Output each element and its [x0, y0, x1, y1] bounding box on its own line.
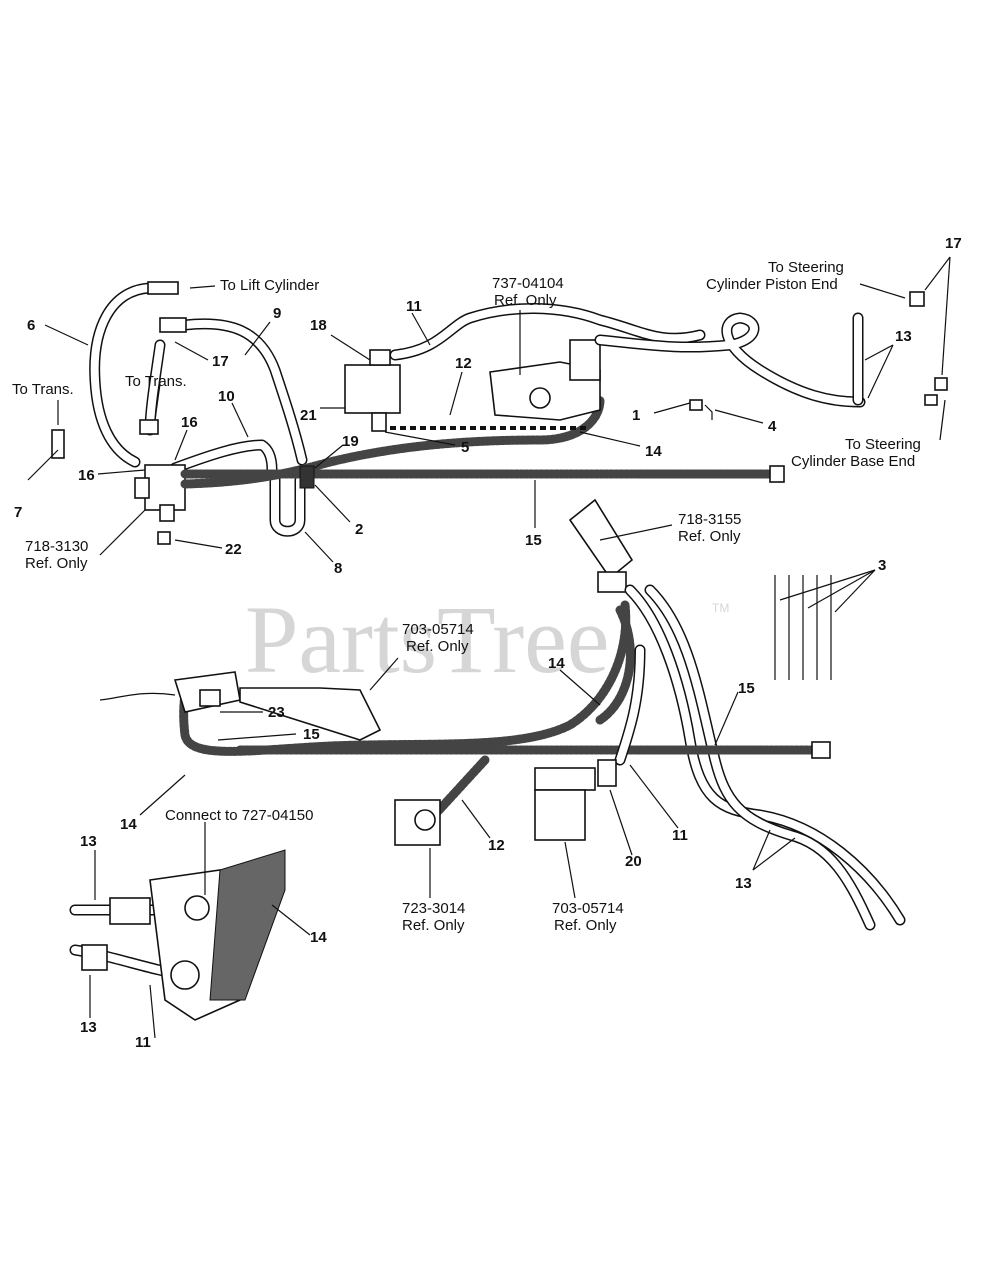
callout-13-a: 13 — [895, 328, 912, 345]
hose-15-lower-fitting — [811, 741, 831, 759]
callout-10: 10 — [218, 388, 235, 405]
label-ref-only-3: Ref. Only — [678, 528, 741, 545]
callout-16-a: 16 — [181, 414, 198, 431]
filter-21 — [344, 349, 401, 432]
hose-11-lower — [614, 644, 646, 766]
callout-13-d: 13 — [80, 1019, 97, 1036]
callout-14-b: 14 — [548, 655, 565, 672]
label-connect-to: Connect to 727-04150 — [165, 807, 313, 824]
callout-9: 9 — [273, 305, 281, 322]
callout-14-a: 14 — [645, 443, 662, 460]
braid-patch-14 — [209, 849, 286, 1001]
cable-ties-3 — [774, 575, 832, 680]
callout-4: 4 — [768, 418, 777, 435]
valve-703-05714-b — [534, 759, 617, 841]
callout-15-a: 15 — [525, 532, 542, 549]
hose-13-upper — [594, 312, 866, 408]
callout-17-a: 17 — [212, 353, 229, 370]
callout-6: 6 — [27, 317, 35, 334]
detail-view — [69, 849, 286, 1021]
u-tube-8 — [269, 474, 306, 537]
callout-5: 5 — [461, 439, 469, 456]
fitting-19 — [299, 465, 315, 489]
callout-7: 7 — [14, 504, 22, 521]
callout-23: 23 — [268, 704, 285, 721]
label-to-lift-cylinder: To Lift Cylinder — [220, 277, 319, 294]
callout-14-d: 14 — [310, 929, 327, 946]
elbow-17-bottom-b — [924, 394, 938, 406]
label-718-3130: 718-3130 — [25, 538, 88, 555]
label-ref-only-2: Ref. Only — [25, 555, 88, 572]
callout-13-c: 13 — [80, 833, 97, 850]
callout-2: 2 — [355, 521, 363, 538]
label-737-04104: 737-04104 — [492, 275, 564, 292]
callout-16-b: 16 — [78, 467, 95, 484]
callout-12-a: 12 — [455, 355, 472, 372]
callout-12-b: 12 — [488, 837, 505, 854]
callout-13-b: 13 — [735, 875, 752, 892]
label-to-trans-mid: To Trans. — [125, 373, 187, 390]
label-to-trans-left: To Trans. — [12, 381, 74, 398]
cylinder-718-3155 — [568, 498, 634, 593]
label-ref-only-1: Ref. Only — [494, 292, 557, 309]
callout-8: 8 — [334, 560, 342, 577]
filter-723-3014 — [394, 799, 441, 846]
callout-3: 3 — [878, 557, 886, 574]
label-to-steering-piston-1: To Steering — [768, 259, 844, 276]
callout-22: 22 — [225, 541, 242, 558]
callout-18: 18 — [310, 317, 327, 334]
callout-17-b: 17 — [945, 235, 962, 252]
label-718-3155: 718-3155 — [678, 511, 741, 528]
pump-737-04104 — [489, 339, 601, 421]
elbow-17-top — [909, 291, 925, 307]
label-to-steering-base-2: Cylinder Base End — [791, 453, 915, 470]
label-to-steering-base-1: To Steering — [845, 436, 921, 453]
callout-15-b: 15 — [738, 680, 755, 697]
callout-11-b: 11 — [672, 827, 688, 844]
hose-11-upper — [389, 303, 706, 361]
callout-20: 20 — [625, 853, 642, 870]
callout-19: 19 — [342, 433, 359, 450]
callout-14-c: 14 — [120, 816, 137, 833]
hose-15-end-fitting — [769, 465, 785, 483]
label-723-3014: 723-3014 — [402, 900, 465, 917]
callout-11-a: 11 — [406, 298, 422, 315]
callout-15-c: 15 — [303, 726, 320, 743]
callout-1: 1 — [632, 407, 640, 424]
fitting-1 — [689, 399, 703, 411]
line-10 — [169, 439, 278, 476]
clip-4 — [704, 404, 713, 420]
watermark: PartsTree — [245, 586, 609, 693]
callout-21: 21 — [300, 407, 317, 424]
hose-13-lower — [624, 584, 906, 931]
hose-14-lower — [179, 600, 631, 756]
valve-703-05714-a — [99, 671, 382, 741]
label-ref-only-6: Ref. Only — [554, 917, 617, 934]
hose-9 — [159, 317, 308, 466]
watermark-tm: TM — [712, 601, 729, 615]
label-ref-only-5: Ref. Only — [402, 917, 465, 934]
elbow-17-bottom — [934, 377, 948, 391]
hose-14-upper — [180, 395, 605, 489]
label-703-05714-a: 703-05714 — [402, 621, 474, 638]
callout-11-c: 11 — [135, 1034, 151, 1051]
valve-718-3130 — [134, 464, 186, 545]
hose-6 — [89, 281, 179, 468]
label-703-05714-b: 703-05714 — [552, 900, 624, 917]
leader-lines — [27, 256, 951, 1039]
hose-14-lower-b — [595, 605, 635, 725]
label-to-steering-piston-2: Cylinder Piston End — [706, 276, 838, 293]
label-ref-only-4: Ref. Only — [406, 638, 469, 655]
trans-fitting — [51, 339, 166, 459]
